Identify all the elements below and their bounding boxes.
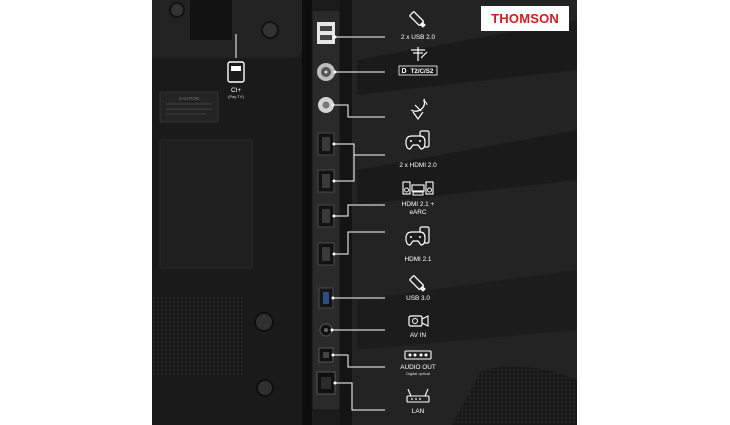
hdmi-2-0-port-2 bbox=[317, 169, 335, 193]
port-sublabel: Digital optical bbox=[406, 371, 430, 376]
speaker-grille bbox=[152, 296, 244, 376]
antenna-port bbox=[317, 63, 335, 81]
svg-text:T2/C/S2: T2/C/S2 bbox=[411, 68, 434, 75]
port-label: HDMI 2.1 + bbox=[402, 201, 435, 208]
leader-dots bbox=[330, 35, 337, 385]
screw bbox=[256, 379, 274, 397]
screw bbox=[254, 312, 274, 332]
hdmi-2-1-earc-port bbox=[317, 204, 335, 228]
dvb-logo: D T2/C/S2 bbox=[398, 65, 438, 76]
satellite-dish-icon bbox=[410, 98, 428, 121]
hdmi-2-1-port bbox=[317, 242, 335, 266]
svg-text:CAUTION: CAUTION bbox=[179, 96, 199, 101]
ci-slot-label: CI+ bbox=[231, 87, 241, 94]
callout-antenna: D T2/C/S2 bbox=[398, 47, 438, 76]
ci-card-icon bbox=[227, 61, 245, 83]
port-label: LAN bbox=[412, 408, 425, 415]
antenna-icon bbox=[411, 47, 428, 61]
port-label: HDMI 2.1 bbox=[405, 256, 432, 263]
optical-audio-icon bbox=[404, 350, 432, 360]
top-recess bbox=[190, 0, 232, 40]
screw bbox=[261, 21, 279, 39]
chassis-panel bbox=[357, 20, 577, 95]
port-label: USB 3.0 bbox=[406, 295, 430, 302]
port-label-line2: eARC bbox=[409, 209, 426, 216]
game-controller-phone-icon bbox=[405, 226, 430, 246]
screw bbox=[169, 2, 185, 18]
strip-shadow bbox=[340, 0, 352, 425]
brand-logo: THOMSON bbox=[481, 6, 569, 31]
camcorder-icon bbox=[408, 315, 429, 327]
game-controller-phone-icon bbox=[405, 130, 430, 150]
back-cover-plate bbox=[159, 139, 253, 269]
vent-grille bbox=[452, 366, 577, 425]
callout-lan: LAN bbox=[406, 388, 430, 415]
port-label: 2 x HDMI 2.0 bbox=[399, 162, 437, 169]
callout-hdmi21-earc: HDMI 2.1 + eARC bbox=[402, 181, 435, 216]
callout-hdmi20: 2 x HDMI 2.0 bbox=[399, 130, 437, 169]
lan-port bbox=[316, 371, 336, 395]
callout-audio-out: AUDIO OUT Digital optical bbox=[400, 350, 436, 376]
callout-av-in: AV IN bbox=[408, 315, 429, 339]
side-edge bbox=[302, 0, 312, 425]
tv-rear-panel-photo: CAUTION CI+ bbox=[152, 0, 577, 425]
port-label: 2 x USB 2.0 bbox=[401, 34, 436, 41]
hdmi-2-0-port-1 bbox=[317, 132, 335, 156]
satellite-port bbox=[318, 97, 334, 113]
av-in-port bbox=[319, 323, 333, 337]
port-label: AUDIO OUT bbox=[400, 364, 436, 371]
ci-slot-sublabel: (Pay TV) bbox=[228, 94, 244, 99]
svg-text:D: D bbox=[401, 68, 406, 75]
leader-lines bbox=[332, 36, 385, 411]
router-icon bbox=[406, 388, 430, 403]
port-label: AV IN bbox=[410, 332, 427, 339]
callout-satellite bbox=[410, 98, 428, 121]
sound-system-icon bbox=[402, 181, 434, 196]
audio-out-port bbox=[318, 347, 334, 363]
ci-slot-callout: CI+ (Pay TV) bbox=[227, 34, 245, 99]
callout-hdmi21: HDMI 2.1 bbox=[405, 226, 432, 263]
chassis-panel bbox=[357, 270, 577, 350]
tv-rear-panel-illustration: CAUTION CI+ bbox=[152, 0, 577, 425]
usb-3-port bbox=[318, 287, 334, 309]
usb-2-ports bbox=[317, 22, 335, 44]
caution-label: CAUTION bbox=[159, 91, 219, 123]
